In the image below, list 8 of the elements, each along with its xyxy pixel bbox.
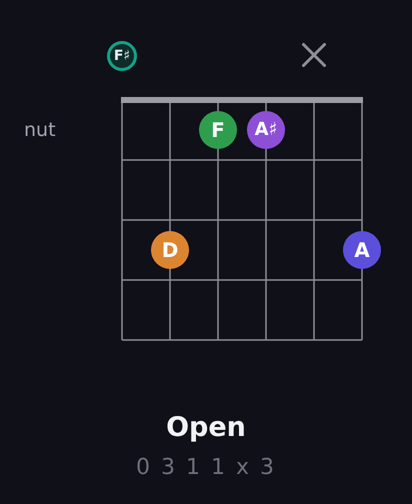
nut-label: nut [24,118,56,142]
finger-position-dot: D [151,231,189,269]
finger-position-dot: A♯ [247,111,285,149]
finger-position-dot: F [199,111,237,149]
chord-title: Open [165,411,247,445]
open-string-marker: F♯ [107,41,137,71]
fingering-caption: 0 3 1 1 x 3 [135,454,277,482]
finger-position-dot: A [343,231,381,269]
